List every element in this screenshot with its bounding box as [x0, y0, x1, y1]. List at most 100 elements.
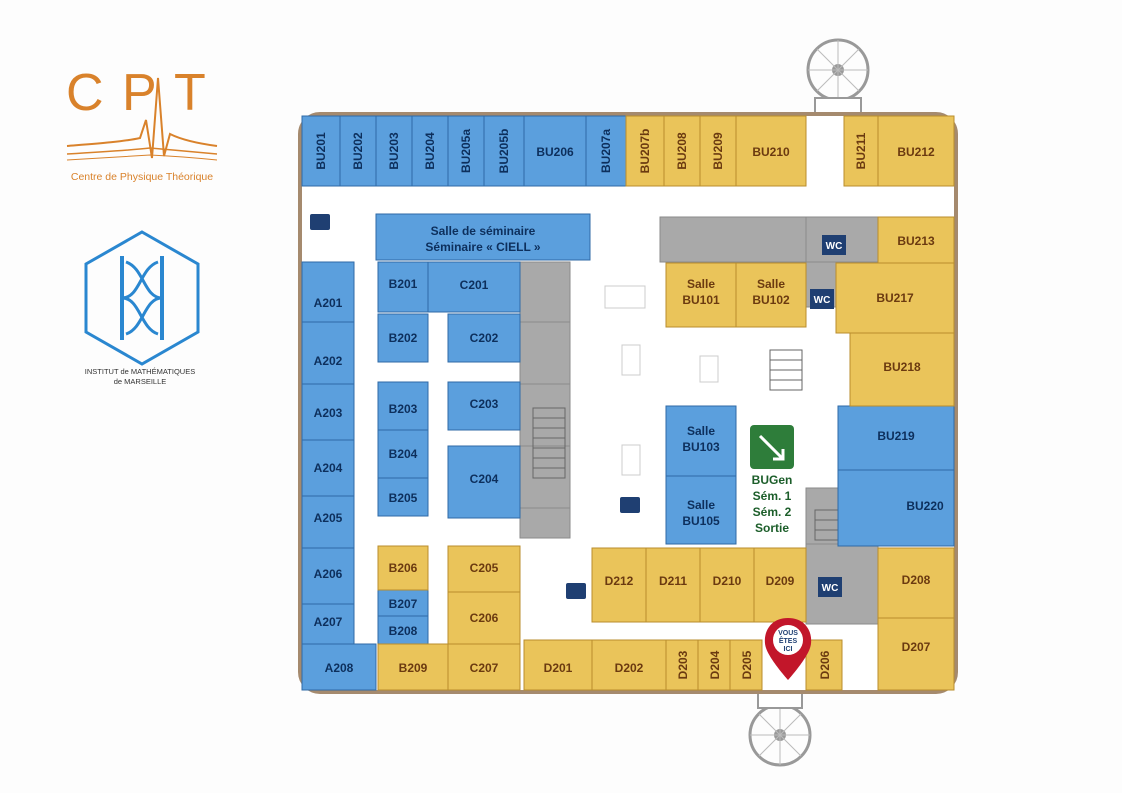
room-salle-bu101: Salle: [687, 277, 715, 291]
imm-logo: [84, 230, 200, 366]
room-bu103: BU103: [682, 440, 720, 454]
room-bu204: BU204: [423, 132, 437, 170]
room-a204: A204: [314, 461, 343, 475]
wc-badges: WC WC WC: [810, 235, 846, 597]
room-c204: C204: [470, 472, 499, 486]
imm-subtitle-line2: de MARSEILLE: [113, 377, 167, 386]
room-b202: B202: [389, 331, 418, 345]
room-bu207a: BU207a: [599, 129, 613, 173]
room-a201: A201: [314, 296, 343, 310]
room-bu105: BU105: [682, 514, 720, 528]
room-bu205a: BU205a: [459, 129, 473, 173]
room-b206: B206: [389, 561, 418, 575]
wave-line: [66, 77, 218, 159]
marker-line2: ÊTES: [779, 636, 798, 645]
bugen-label: BUGen: [752, 473, 793, 487]
room-c203: C203: [470, 397, 499, 411]
room-a208: A208: [325, 661, 354, 675]
seminar-room-ciell: Séminaire « CIELL »: [425, 240, 540, 254]
imm-subtitle-line1: INSTITUT de MATHÉMATIQUES: [84, 367, 196, 376]
room-c202: C202: [470, 331, 499, 345]
room-d201: D201: [544, 661, 573, 675]
room-c207: C207: [470, 661, 499, 675]
room-b209: B209: [399, 661, 428, 675]
room-bu210: BU210: [752, 145, 790, 159]
room-a206: A206: [314, 567, 343, 581]
room-c201: C201: [460, 278, 489, 292]
room-bu217: BU217: [876, 291, 914, 305]
wave-line-2: [66, 147, 218, 155]
stair-icons: [532, 349, 850, 541]
room-labels: BU206 BU210 BU212 BU213 BU217 BU218 BU21…: [314, 145, 944, 675]
room-bu208: BU208: [675, 132, 689, 170]
room-bu212: BU212: [897, 145, 935, 159]
seminar-room-title: Salle de séminaire: [431, 224, 536, 238]
room-bu213: BU213: [897, 234, 935, 248]
room-bu202: BU202: [351, 132, 365, 170]
room-d205: D205: [740, 650, 754, 679]
room-bu207b: BU207b: [638, 129, 652, 174]
room-bu211: BU211: [854, 132, 868, 169]
room-labels-vertical: BU201 BU202 BU203 BU204 BU205a BU205b BU…: [314, 129, 868, 680]
spiral-staircase-bottom: [748, 689, 812, 767]
room-bu101: BU101: [682, 293, 720, 307]
room-salle-bu102: Salle: [757, 277, 785, 291]
cpt-letter-c: C: [66, 64, 104, 122]
wc-icon: [822, 235, 846, 255]
room-d204: D204: [708, 650, 722, 679]
room-bu209: BU209: [711, 132, 725, 170]
wc-icon: [818, 577, 842, 597]
cpt-logo: C P T: [66, 64, 218, 161]
bugen-exit: BUGen Sém. 1 Sém. 2 Sortie: [750, 425, 794, 535]
patio-outlines: [604, 285, 719, 476]
bench-icon: [566, 583, 586, 599]
wc-icon: [810, 289, 834, 309]
room-d210: D210: [713, 574, 742, 588]
bugen-sem1: Sém. 1: [753, 489, 792, 503]
spiral-staircase-top: [806, 38, 870, 117]
room-salle-bu103: Salle: [687, 424, 715, 438]
room-d202: D202: [615, 661, 644, 675]
room-d206: D206: [818, 650, 832, 679]
wc-label-2: WC: [814, 295, 831, 306]
room-b207: B207: [389, 597, 418, 611]
cpt-letter-p: P: [122, 64, 157, 122]
wc-label-1: WC: [826, 241, 843, 252]
room-d211: D211: [659, 574, 687, 588]
wave-line-3: [66, 154, 218, 161]
room-bu205b: BU205b: [497, 129, 511, 174]
bugen-sortie: Sortie: [755, 521, 789, 535]
imm-subtitle: INSTITUT de MATHÉMATIQUES de MARSEILLE: [70, 367, 210, 387]
room-bu102: BU102: [752, 293, 790, 307]
wc-label-3: WC: [822, 583, 839, 594]
room-bu203: BU203: [387, 132, 401, 170]
blue-rooms: [301, 115, 955, 691]
room-b204: B204: [389, 447, 418, 461]
you-are-here-marker: VOUS ÊTES ICI: [764, 618, 812, 680]
room-b208: B208: [389, 624, 418, 638]
marker-line3: ICI: [784, 646, 793, 653]
room-a205: A205: [314, 511, 343, 525]
room-bu219: BU219: [877, 429, 915, 443]
room-d207: D207: [902, 640, 931, 654]
room-a207: A207: [314, 615, 343, 629]
bench-icon: [620, 497, 640, 513]
marker-line1: VOUS: [778, 630, 798, 637]
cpt-letter-t: T: [174, 64, 206, 122]
room-d209: D209: [766, 574, 795, 588]
bench-icon: [310, 214, 330, 230]
bench-icons: [310, 214, 640, 599]
bugen-sem2: Sém. 2: [753, 505, 792, 519]
room-b205: B205: [389, 491, 418, 505]
room-bu220: BU220: [906, 499, 944, 513]
room-c205: C205: [470, 561, 499, 575]
room-a202: A202: [314, 354, 343, 368]
room-bu206: BU206: [536, 145, 574, 159]
yellow-rooms: [377, 115, 955, 691]
cpt-subtitle: Centre de Physique Théorique: [70, 171, 214, 183]
room-b201: B201: [389, 277, 418, 291]
room-bu201: BU201: [314, 132, 328, 170]
room-d212: D212: [605, 574, 634, 588]
room-d208: D208: [902, 573, 931, 587]
